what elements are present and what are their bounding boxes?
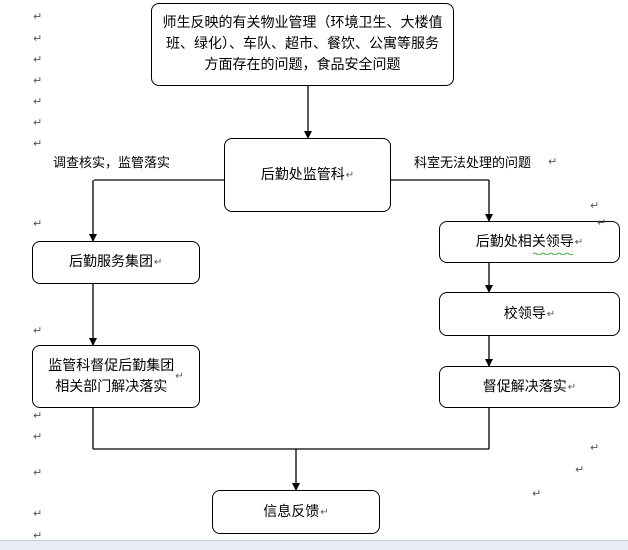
paragraph-mark: ↵	[175, 371, 184, 382]
paragraph-mark: ↵	[597, 216, 607, 229]
paragraph-mark: ↵	[574, 236, 584, 248]
paragraph-mark: ↵	[33, 95, 43, 108]
paragraph-mark: ↵	[532, 487, 542, 500]
paragraph-mark: ↵	[33, 507, 43, 520]
paragraph-mark: ↵	[33, 529, 43, 542]
box-logistics-leader-text: 后勤处相关领导	[475, 233, 574, 250]
paragraph-mark: ↵	[33, 53, 43, 66]
paragraph-mark: ↵	[33, 217, 43, 230]
paragraph-mark: ↵	[590, 199, 600, 212]
left-branch-label: 调查核实，监管落实	[53, 156, 171, 171]
paragraph-mark: ↵	[590, 441, 600, 454]
paragraph-mark: ↵	[546, 308, 556, 320]
paragraph-mark: ↵	[33, 466, 43, 479]
box-supervise-group-text: 监管科督促后勤集团 相关部门解决落实	[48, 357, 175, 395]
spellcheck-underline	[533, 252, 573, 255]
box-logistics-leader: 后勤处相关领导↵	[439, 221, 620, 263]
box-urge-resolve-text: 督促解决落实	[482, 378, 567, 395]
paragraph-mark: ↵	[33, 430, 43, 443]
box-logistics-supervision: 后勤处监管科↵	[224, 138, 391, 212]
box-feedback-source-text: 师生反映的有关物业管理（环境卫生、大楼值 班、绿化）、车队、超市、餐饮、公寓等服…	[162, 15, 443, 73]
paragraph-mark: ↵	[33, 32, 43, 45]
window-bottom-edge	[0, 540, 628, 550]
box-logistics-group-text: 后勤服务集团	[69, 254, 153, 270]
paragraph-mark: ↵	[33, 74, 43, 87]
box-supervise-group: 监管科督促后勤集团 相关部门解决落实↵	[32, 345, 200, 408]
box-feedback-source: 师生反映的有关物业管理（环境卫生、大楼值 班、绿化）、车队、超市、餐饮、公寓等服…	[151, 3, 454, 86]
paragraph-mark: ↵	[33, 116, 43, 129]
paragraph-mark: ↵	[567, 381, 577, 393]
paragraph-mark: ↵	[575, 463, 585, 476]
right-branch-label: 科室无法处理的问题	[414, 156, 532, 171]
box-info-feedback-text: 信息反馈	[263, 503, 320, 520]
paragraph-mark: ↵	[154, 257, 163, 268]
box-info-feedback: 信息反馈↵	[212, 490, 380, 534]
paragraph-mark: ↵	[33, 137, 43, 150]
paragraph-mark: ↵	[33, 409, 43, 422]
paragraph-mark: ↵	[345, 169, 355, 181]
paragraph-mark: ↵	[33, 324, 43, 337]
box-school-leader: 校领导↵	[439, 292, 620, 336]
box-logistics-supervision-text: 后勤处监管科	[260, 166, 345, 183]
box-school-leader-text: 校领导	[503, 305, 546, 322]
paragraph-mark: ↵	[320, 506, 329, 518]
box-logistics-group: 后勤服务集团↵	[32, 241, 200, 284]
paragraph-mark: ↵	[33, 10, 43, 23]
paragraph-mark: ↵	[548, 155, 558, 168]
box-urge-resolve: 督促解决落实↵	[439, 366, 620, 408]
